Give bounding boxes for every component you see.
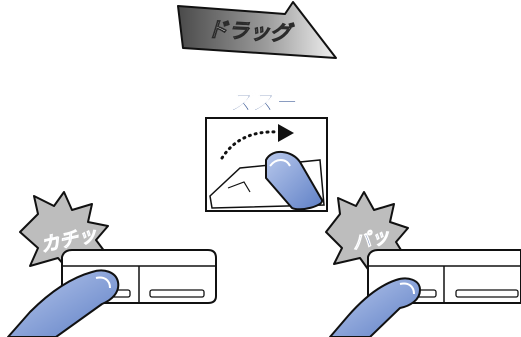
release-scene: パッ <box>325 191 521 337</box>
banner-arrow-icon <box>177 1 337 59</box>
drag-trail <box>220 130 280 160</box>
finger-icon <box>7 269 120 337</box>
finger-icon <box>265 151 323 211</box>
finger-icon <box>329 277 421 337</box>
drag-motion-label: ズズー <box>230 90 297 116</box>
drag-arrow-icon <box>278 124 294 142</box>
drag-panel: ズズー <box>205 90 328 212</box>
banner-label: ドラッグ <box>206 17 295 46</box>
press-scene: カチッ <box>7 191 217 337</box>
banner: ドラッグ <box>177 1 337 59</box>
